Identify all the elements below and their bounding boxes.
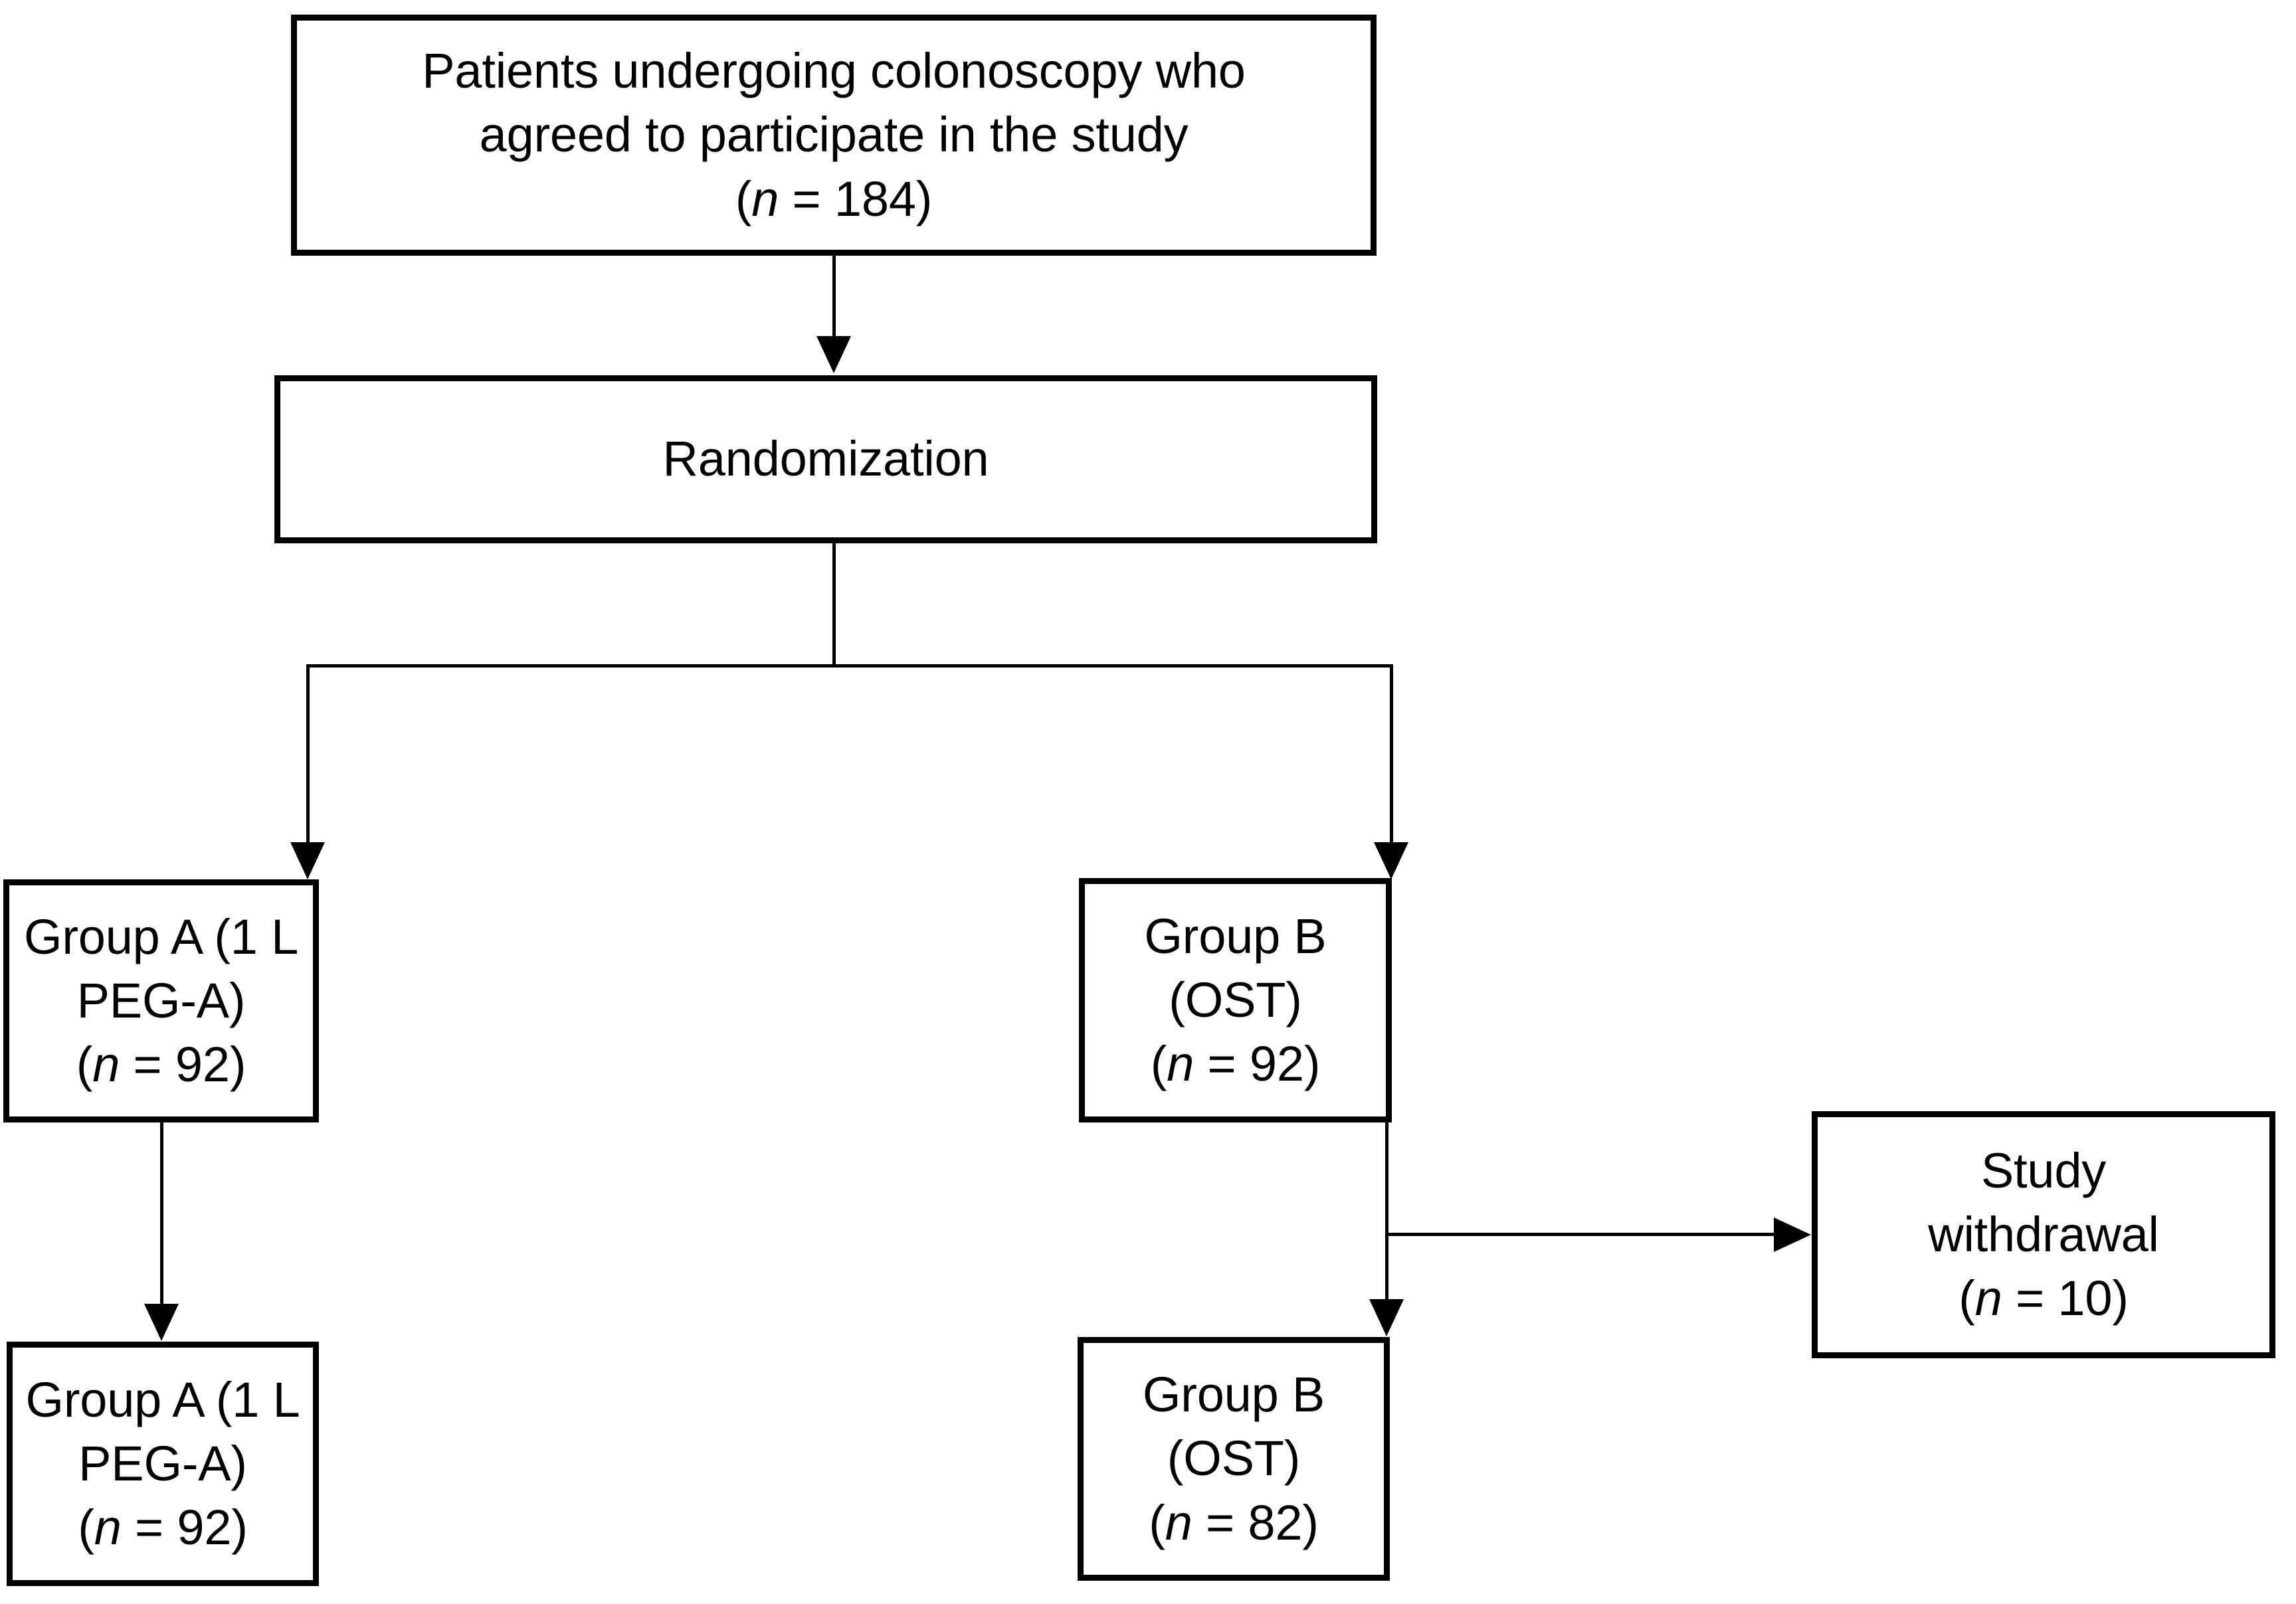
node-study-withdrawal-count: (n = 10): [1959, 1271, 2129, 1326]
count-value: 10: [2057, 1271, 2113, 1326]
node-group-b-analyzed-line1: Group B (OST): [1142, 1367, 1325, 1486]
edge-enrollment-to-randomization-line: [832, 256, 836, 339]
node-study-withdrawal-text: Study withdrawal (n = 10): [1919, 1139, 2168, 1331]
edge-enrollment-to-randomization-arrowhead: [816, 336, 851, 373]
n-symbol: n: [1974, 1271, 2002, 1326]
node-group-b-allocated-line1: Group B (OST): [1144, 908, 1327, 1027]
node-enrollment: Patients undergoing colonoscopy who agre…: [291, 15, 1377, 256]
n-symbol: n: [92, 1037, 120, 1093]
edge-group-b-to-analyzed-line: [1385, 1122, 1388, 1300]
edge-group-b-to-withdrawal-arrowhead: [1774, 1217, 1811, 1252]
n-symbol: n: [1167, 1036, 1195, 1092]
edge-group-b-to-withdrawal-line: [1385, 1233, 1775, 1236]
node-study-withdrawal-line1: Study: [1980, 1142, 2107, 1198]
node-group-a-analyzed-count: (n = 92): [78, 1500, 248, 1556]
node-group-b-allocated-count: (n = 92): [1150, 1036, 1321, 1092]
node-study-withdrawal: Study withdrawal (n = 10): [1812, 1111, 2275, 1358]
node-group-a-analyzed: Group A (1 L PEG-A) (n = 92): [7, 1342, 319, 1586]
node-group-b-allocated-text: Group B (OST) (n = 92): [1085, 905, 1386, 1097]
count-value: 92: [175, 1037, 230, 1093]
node-group-a-allocated-text: Group A (1 L PEG-A) (n = 92): [9, 905, 313, 1097]
node-group-a-analyzed-line1: Group A (1 L PEG-A): [25, 1372, 300, 1491]
edge-randomization-to-group-a-arrowhead: [290, 842, 325, 879]
n-symbol: n: [94, 1500, 122, 1556]
node-enrollment-line1: Patients undergoing colonoscopy who: [422, 43, 1246, 99]
node-group-b-analyzed: Group B (OST) (n = 82): [1078, 1337, 1390, 1581]
node-group-a-allocated: Group A (1 L PEG-A) (n = 92): [3, 879, 319, 1122]
edge-group-a-to-analyzed-line: [160, 1122, 163, 1305]
edge-group-b-to-analyzed-arrowhead: [1369, 1299, 1404, 1336]
edge-randomization-to-group-a-line: [306, 664, 310, 844]
edge-randomization-split-bus: [306, 664, 1393, 668]
node-group-b-analyzed-text: Group B (OST) (n = 82): [1084, 1363, 1384, 1555]
node-randomization: Randomization: [274, 375, 1377, 543]
node-randomization-text: Randomization: [662, 431, 989, 487]
n-symbol: n: [1165, 1494, 1193, 1550]
node-group-b-analyzed-count: (n = 82): [1149, 1494, 1319, 1550]
count-value: 184: [834, 171, 916, 226]
edge-randomization-to-group-b-line: [1390, 664, 1393, 844]
edge-group-a-to-analyzed-arrowhead: [144, 1304, 179, 1341]
count-value: 92: [177, 1500, 232, 1556]
node-study-withdrawal-line2: withdrawal: [1928, 1206, 2159, 1262]
node-group-a-allocated-line1: Group A (1 L PEG-A): [23, 909, 299, 1028]
node-group-a-allocated-count: (n = 92): [76, 1037, 246, 1093]
edge-randomization-to-group-b-arrowhead: [1374, 842, 1408, 879]
node-enrollment-count: (n = 184): [735, 171, 933, 226]
count-value: 92: [1249, 1036, 1304, 1092]
count-value: 82: [1248, 1494, 1303, 1550]
node-group-b-allocated: Group B (OST) (n = 92): [1079, 878, 1392, 1122]
edge-randomization-stem: [832, 543, 836, 668]
n-symbol: n: [751, 171, 779, 226]
node-enrollment-text: Patients undergoing colonoscopy who agre…: [413, 39, 1255, 231]
node-enrollment-line2: agreed to participate in the study: [479, 107, 1189, 163]
node-group-a-analyzed-text: Group A (1 L PEG-A) (n = 92): [13, 1368, 313, 1560]
